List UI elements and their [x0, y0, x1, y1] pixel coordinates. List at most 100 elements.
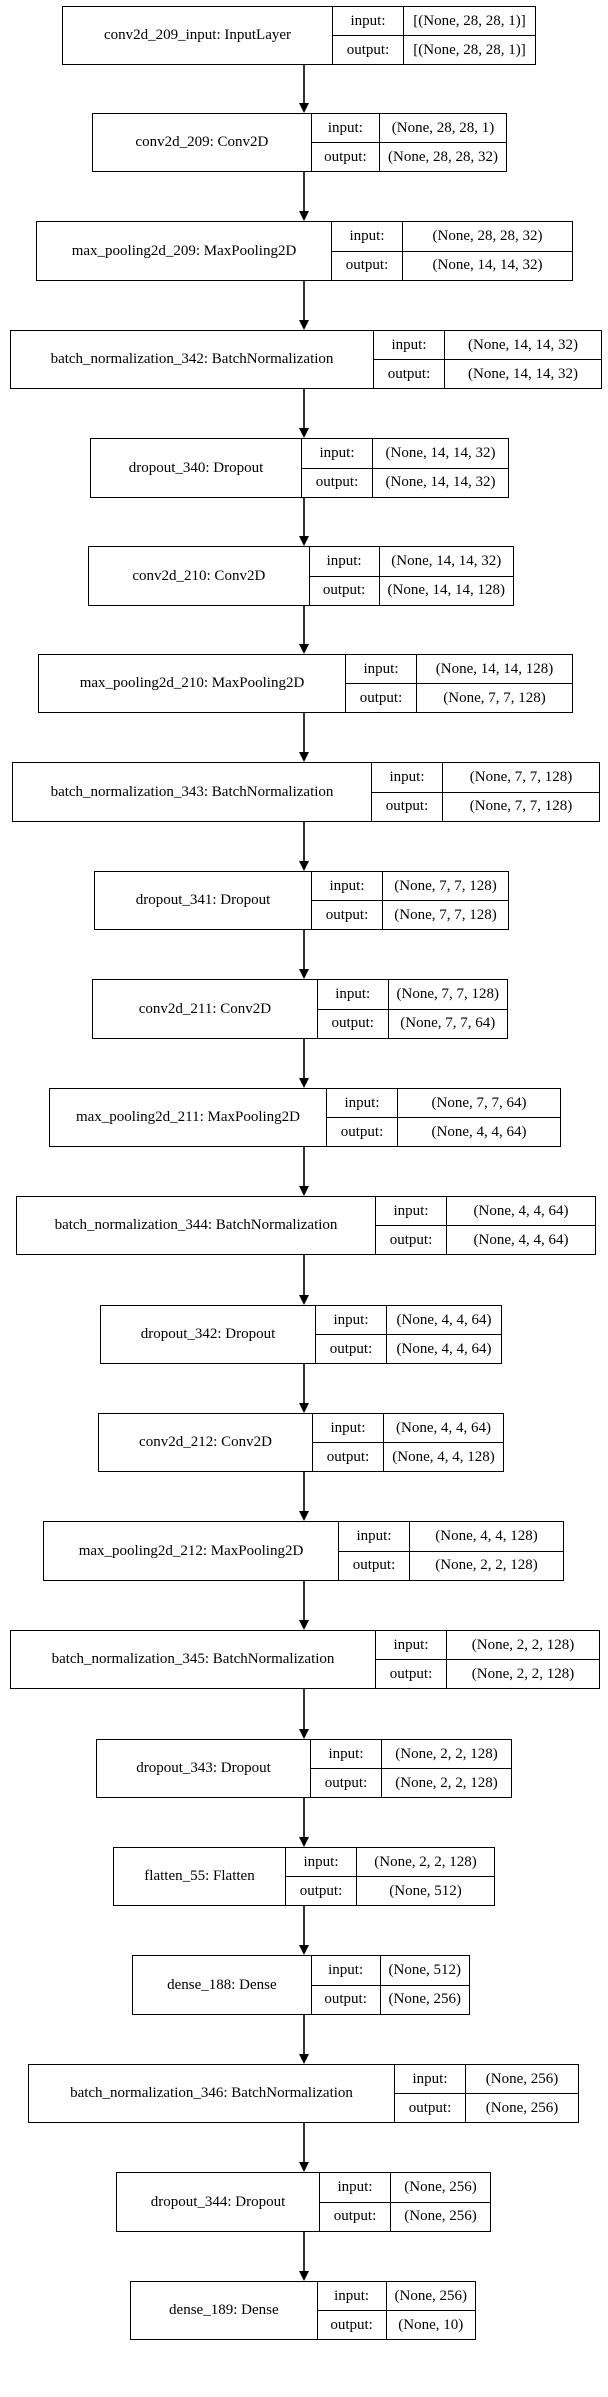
- shape-column: (None, 512) (None, 256): [380, 1956, 469, 2015]
- layer-name: batch_normalization_345: BatchNormalizat…: [11, 1631, 376, 1688]
- shape-column: (None, 2, 2, 128)(None, 2, 2, 128): [447, 1631, 599, 1688]
- layer-name: dropout_342: Dropout: [101, 1306, 316, 1363]
- output-label: output:: [376, 1659, 446, 1688]
- layer-name: conv2d_209: Conv2D: [93, 114, 312, 171]
- shape-column: (None, 4, 4, 64)(None, 4, 4, 64): [387, 1306, 501, 1363]
- io-label-column: input:output:: [286, 1848, 357, 1905]
- output-shape: (None, 14, 14, 32): [373, 467, 508, 498]
- output-shape: (None, 7, 7, 64): [388, 1008, 507, 1039]
- layer-name: dropout_344: Dropout: [117, 2173, 320, 2231]
- layer-name: batch_normalization_346: BatchNormalizat…: [29, 2065, 395, 2122]
- io-label-column: input:output:: [302, 439, 373, 497]
- input-label: input:: [389, 768, 425, 785]
- layer-node: batch_normalization_345: BatchNormalizat…: [10, 1630, 600, 1689]
- io-label-column: input:output:: [312, 872, 383, 929]
- input-shape: (None, 256): [404, 2178, 477, 2195]
- output-shape: (None, 10): [386, 2310, 475, 2339]
- input-shape: (None, 4, 4, 64): [396, 1311, 492, 1328]
- input-label: input:: [334, 2287, 370, 2304]
- layer-node: batch_normalization_344: BatchNormalizat…: [16, 1196, 596, 1255]
- io-label-column: input:output:: [313, 1414, 384, 1471]
- io-label-column: input:output:: [316, 1306, 387, 1363]
- layer-name: dense_189: Dense: [131, 2282, 318, 2339]
- output-shape: (None, 4, 4, 64): [447, 1225, 595, 1254]
- input-shape: (None, 14, 14, 32): [385, 444, 496, 461]
- output-label: output:: [311, 142, 380, 171]
- input-label: input:: [356, 1527, 392, 1544]
- edge-arrowhead: [299, 1186, 309, 1196]
- io-label-column: input:output:: [311, 1740, 382, 1797]
- shape-column: (None, 7, 7, 128)(None, 7, 7, 128): [443, 763, 599, 821]
- io-label-column: input:output:: [346, 655, 417, 712]
- input-label: input:: [393, 1202, 429, 1219]
- io-label-column: input:output:: [311, 1956, 381, 2014]
- layer-name: max_pooling2d_210: MaxPooling2D: [39, 655, 346, 712]
- layer-name: max_pooling2d_211: MaxPooling2D: [50, 1089, 327, 1146]
- output-label: output:: [332, 250, 402, 281]
- input-label: input:: [363, 660, 399, 677]
- shape-column: (None, 14, 14, 32)(None, 14, 14, 32): [445, 331, 601, 388]
- input-shape: (None, 2, 2, 128): [471, 1636, 575, 1653]
- input-shape: (None, 7, 7, 128): [469, 768, 573, 785]
- input-label: input:: [319, 444, 355, 461]
- edge-arrowhead: [299, 644, 309, 654]
- input-shape: (None, 28, 28, 32): [432, 227, 543, 244]
- edge-arrowhead: [299, 320, 309, 330]
- edge-arrowhead: [299, 969, 309, 979]
- input-shape: (None, 14, 14, 128): [435, 660, 554, 677]
- shape-column: (None, 2, 2, 128)(None, 512): [357, 1848, 494, 1905]
- input-label: input:: [391, 336, 427, 353]
- layer-name: batch_normalization_342: BatchNormalizat…: [11, 331, 374, 388]
- input-shape: (None, 4, 4, 64): [473, 1202, 569, 1219]
- layer-node: batch_normalization_342: BatchNormalizat…: [10, 330, 602, 389]
- output-shape: (None, 4, 4, 128): [384, 1442, 503, 1471]
- shape-column: (None, 14, 14, 32)(None, 14, 14, 128): [379, 547, 513, 605]
- output-label: output:: [376, 1225, 446, 1254]
- input-label: input:: [412, 2070, 448, 2087]
- input-label: input:: [326, 552, 362, 569]
- io-label-column: input: output:: [376, 1197, 447, 1254]
- edge-arrowhead: [299, 1403, 309, 1413]
- output-label: output:: [339, 1550, 409, 1581]
- output-label: output:: [317, 1008, 388, 1039]
- output-label: output:: [372, 791, 442, 822]
- edge-arrowhead: [299, 428, 309, 438]
- io-label-column: input:output:: [317, 2282, 387, 2339]
- input-shape: (None, 7, 7, 64): [431, 1094, 527, 1111]
- shape-column: (None, 7, 7, 64) (None, 4, 4, 64): [398, 1089, 560, 1146]
- layer-name: max_pooling2d_209: MaxPooling2D: [37, 222, 332, 280]
- output-shape: (None, 256): [380, 1984, 469, 2015]
- input-shape: (None, 256): [485, 2070, 559, 2087]
- io-label-column: input:output:: [309, 547, 380, 605]
- layer-name: conv2d_210: Conv2D: [89, 547, 310, 605]
- input-shape: (None, 14, 14, 32): [391, 552, 502, 569]
- shape-column: (None, 14, 14, 32) (None, 14, 14, 32): [373, 439, 508, 497]
- output-shape: (None, 4, 4, 64): [398, 1117, 560, 1146]
- layer-node: batch_normalization_346: BatchNormalizat…: [28, 2064, 579, 2123]
- input-shape: (None, 512): [388, 1961, 461, 1978]
- edge-arrowhead: [299, 1620, 309, 1630]
- io-label-column: input:output:: [327, 1089, 398, 1146]
- output-shape: (None, 14, 14, 32): [403, 250, 572, 281]
- input-shape: (None, 7, 7, 128): [394, 877, 497, 894]
- shape-column: (None, 256)(None, 256): [466, 2065, 578, 2122]
- output-shape: (None, 2, 2, 128): [410, 1550, 563, 1581]
- shape-column: (None, 4, 4, 64)(None, 4, 4, 128): [384, 1414, 503, 1471]
- layer-node: batch_normalization_343: BatchNormalizat…: [12, 762, 600, 822]
- io-label-column: input:output:: [376, 1631, 447, 1688]
- output-shape: (None, 14, 14, 32): [445, 359, 601, 388]
- edge-arrowhead: [299, 2271, 309, 2281]
- layer-name: dropout_343: Dropout: [97, 1740, 311, 1797]
- io-label-column: input:output:: [311, 114, 381, 171]
- output-label: output:: [374, 359, 444, 388]
